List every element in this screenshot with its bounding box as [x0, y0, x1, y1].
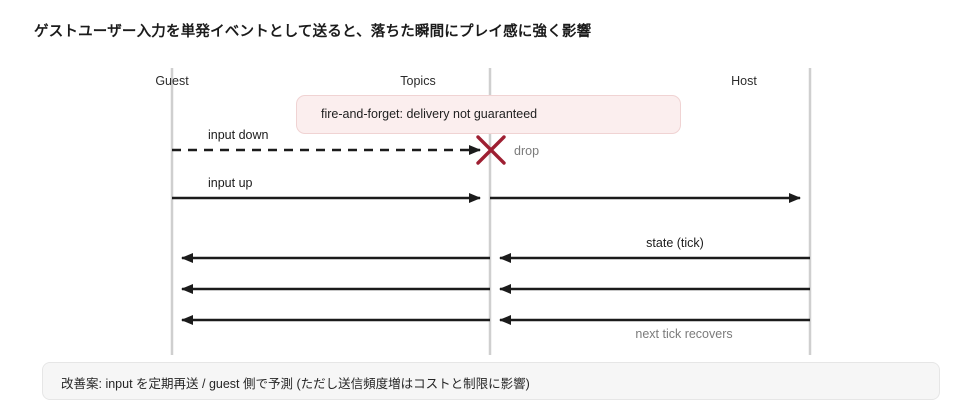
lifeline-label-guest: Guest	[155, 74, 189, 88]
lifeline-label-topics: Topics	[400, 74, 436, 88]
message-label-input-down: input down	[208, 128, 269, 142]
message-label-drop: drop	[514, 144, 540, 158]
message-label-next-tick-recovers: next tick recovers	[635, 327, 733, 341]
lifeline-label-host: Host	[731, 74, 757, 88]
footer-suggestion-box: 改善案: input を定期再送 / guest 側で予測 (ただし送信頻度増は…	[42, 362, 940, 400]
message-label-state-tick: state (tick)	[646, 236, 704, 250]
footer-suggestion-text: 改善案: input を定期再送 / guest 側で予測 (ただし送信頻度増は…	[61, 377, 530, 391]
drop-marker-icon	[476, 135, 506, 165]
page-title: ゲストユーザー入力を単発イベントとして送ると、落ちた瞬間にプレイ感に強く影響	[34, 24, 592, 40]
message-label-input-up: input up	[208, 176, 253, 190]
note-fire-and-forget-text: fire-and-forget: delivery not guaranteed	[321, 107, 538, 121]
message-input-down	[172, 135, 506, 165]
note-fire-and-forget: fire-and-forget: delivery not guaranteed	[296, 95, 681, 134]
